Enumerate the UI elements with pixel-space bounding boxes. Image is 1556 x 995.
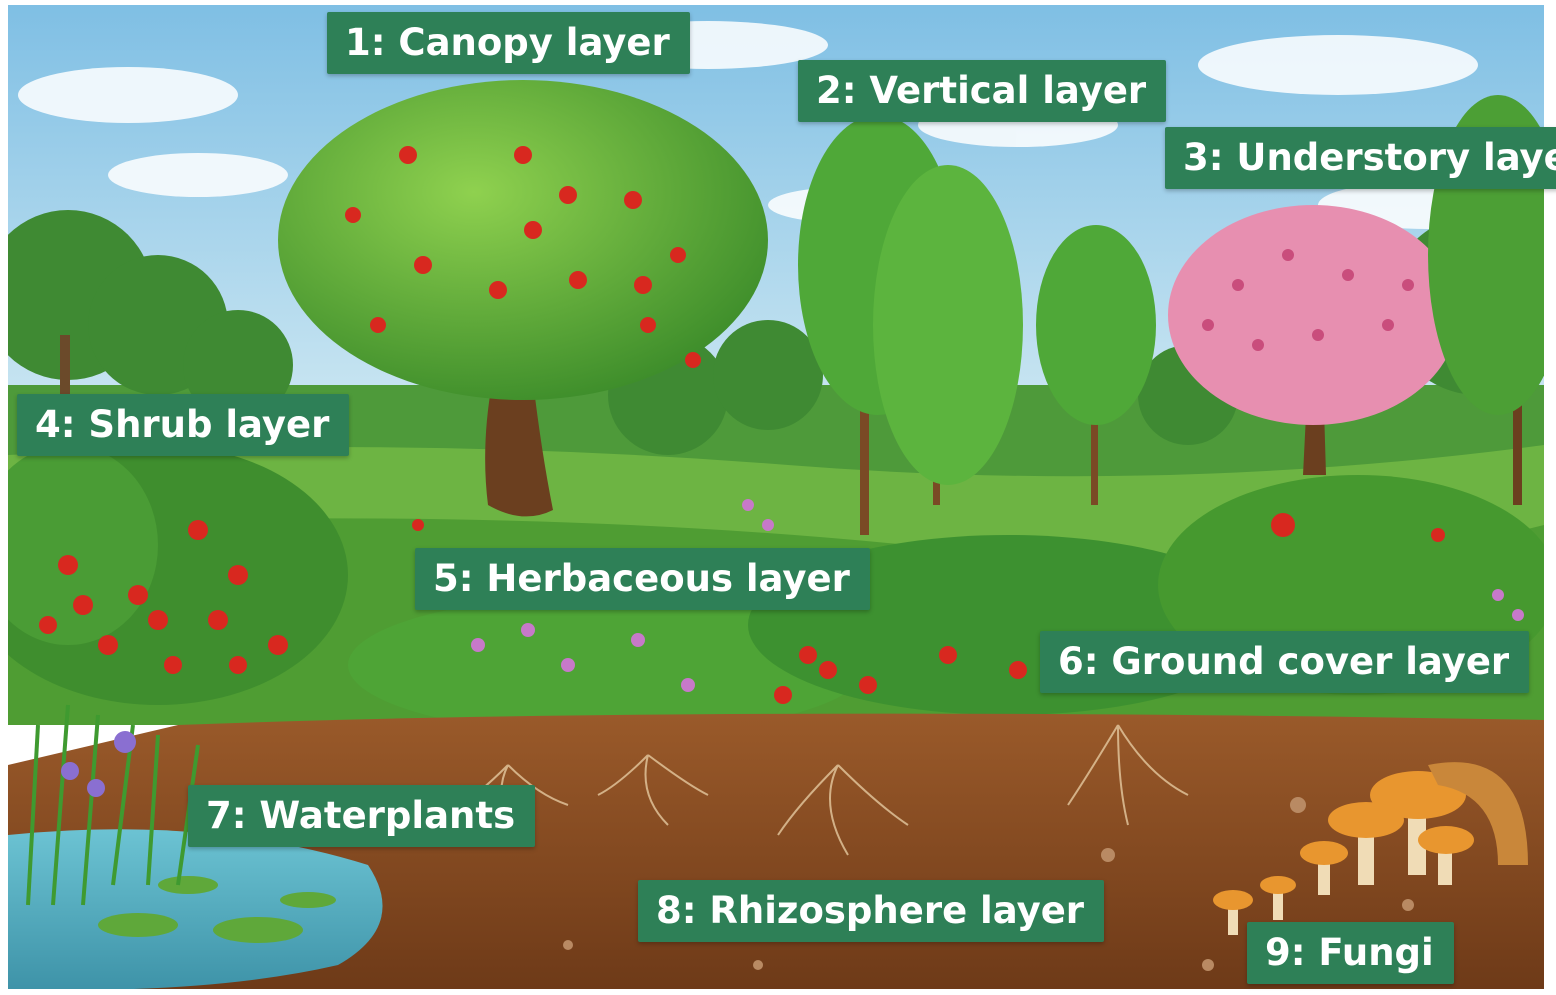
label-canopy-layer: 1: Canopy layer xyxy=(327,12,690,74)
label-understory-layer: 3: Understory layer xyxy=(1165,127,1556,189)
label-fungi: 9: Fungi xyxy=(1247,922,1454,984)
label-vertical-layer: 2: Vertical layer xyxy=(798,60,1166,122)
label-waterplants: 7: Waterplants xyxy=(188,785,535,847)
label-ground-cover-layer: 6: Ground cover layer xyxy=(1040,631,1529,693)
label-rhizosphere-layer: 8: Rhizosphere layer xyxy=(638,880,1104,942)
label-shrub-layer: 4: Shrub layer xyxy=(17,394,349,456)
label-herbaceous-layer: 5: Herbaceous layer xyxy=(415,548,870,610)
